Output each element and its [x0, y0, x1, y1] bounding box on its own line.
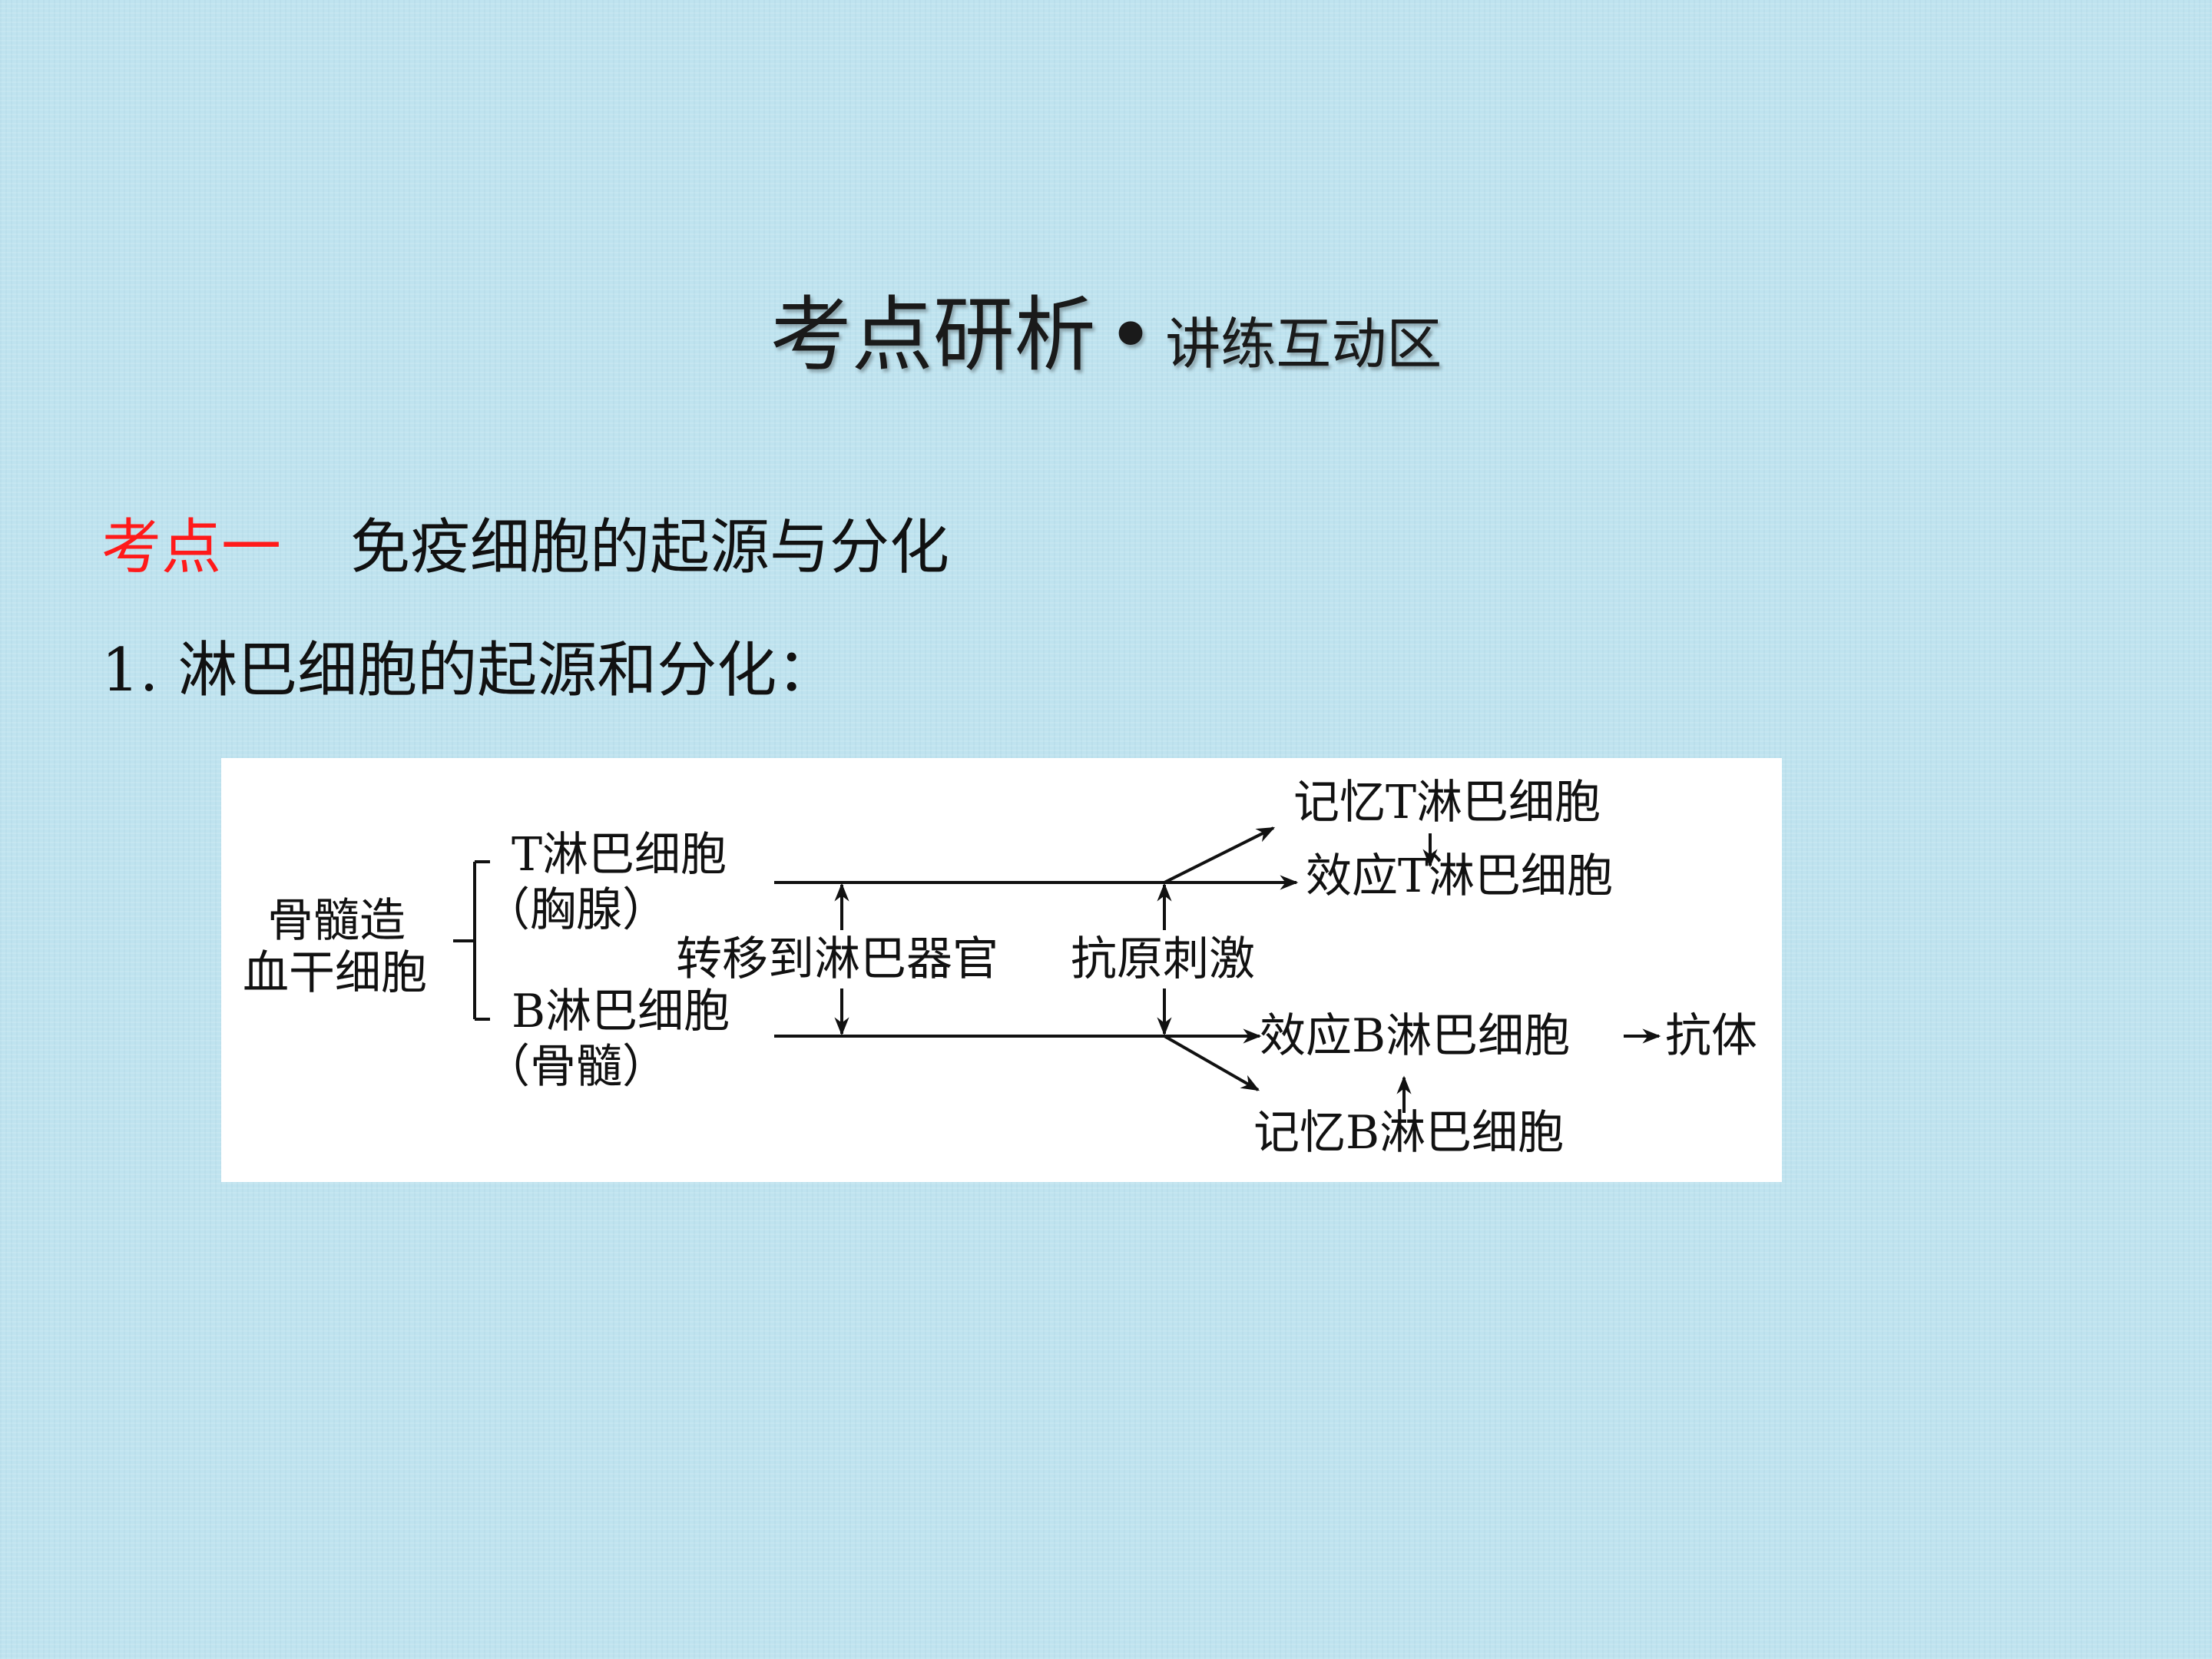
- arrow-to-memory-t: [1164, 826, 1276, 884]
- antigen-label: 抗原刺激: [1071, 932, 1255, 986]
- diagram-connectors: [453, 826, 1661, 1113]
- topic-text: 免疫细胞的起源与分化: [350, 513, 950, 582]
- b-cell-site: （骨髓）: [484, 1040, 668, 1094]
- effector-t-label: 效应T淋巴细胞: [1306, 849, 1614, 903]
- topic-label: 考点一: [101, 513, 282, 582]
- transfer-label: 转移到淋巴器官: [676, 932, 998, 986]
- t-cell-site: （胸腺）: [484, 883, 668, 937]
- t-cell-label: T淋巴细胞: [512, 828, 727, 882]
- memory-t-label: 记忆T淋巴细胞: [1293, 776, 1601, 830]
- hsc-label-line1: 骨髓造: [267, 894, 406, 948]
- item-heading: 1. 淋巴细胞的起源和分化：: [101, 636, 837, 705]
- memory-b-label: 记忆B淋巴细胞: [1253, 1106, 1565, 1160]
- topic-heading: 考点一免疫细胞的起源与分化: [101, 499, 949, 585]
- b-cell-label: B淋巴细胞: [512, 985, 730, 1038]
- effector-b-label: 效应B淋巴细胞: [1260, 1009, 1571, 1063]
- title-main: 考点研析: [770, 288, 1096, 382]
- title-dot: •: [1106, 288, 1155, 382]
- hsc-label-line2: 血干细胞: [243, 946, 427, 1000]
- antibody-label: 抗体: [1665, 1009, 1757, 1063]
- arrow-to-memory-b: [1164, 1035, 1260, 1091]
- diagram-panel: 骨髓造 血干细胞 T淋巴细胞 （胸腺） B淋巴细胞 （骨髓） 转移到淋巴器官 抗…: [221, 758, 1782, 1182]
- title-sub: 讲练互动区: [1165, 312, 1442, 376]
- slide-title: 考点研析•讲练互动区: [0, 269, 2212, 387]
